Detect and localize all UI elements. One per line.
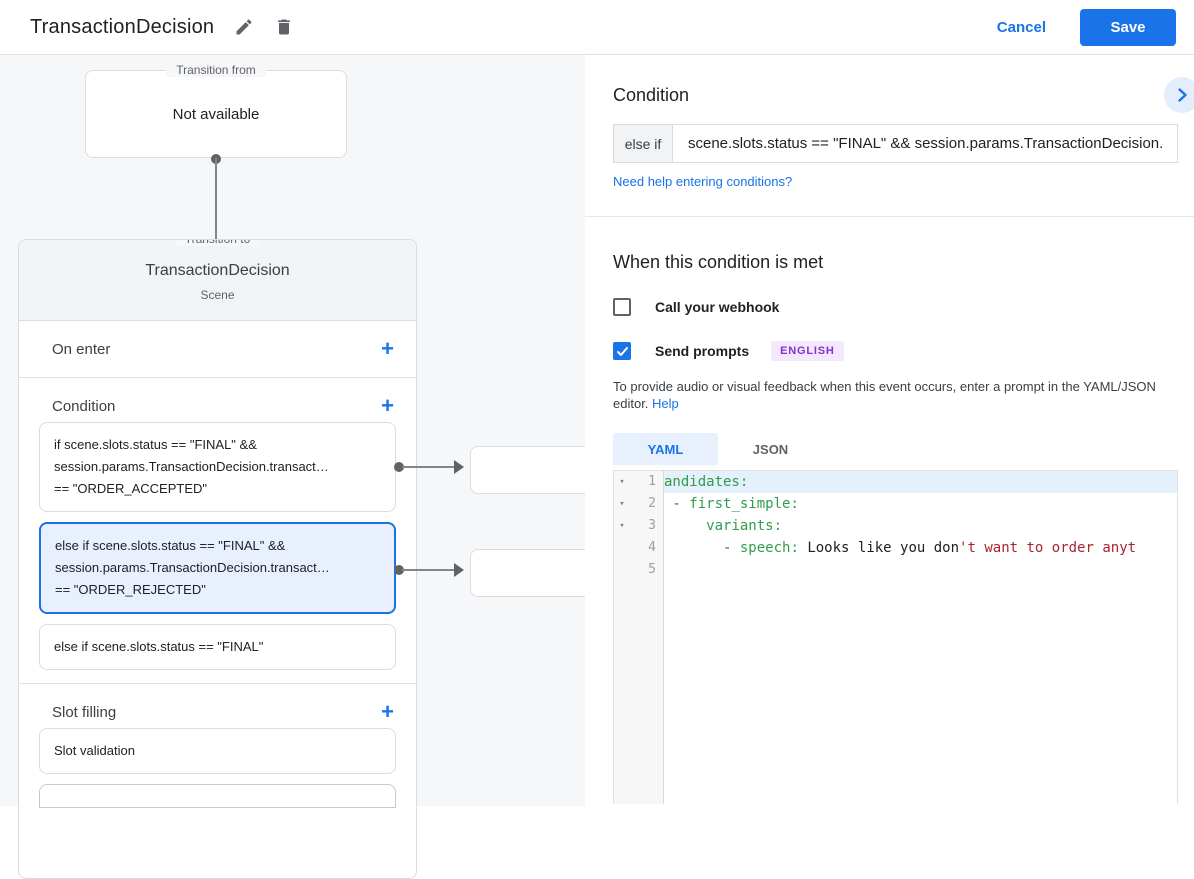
send-prompts-row: Send prompts ENGLISH <box>613 341 1194 361</box>
line-number: 5 <box>648 562 656 577</box>
save-button[interactable]: Save <box>1080 8 1176 46</box>
condition-card-rejected[interactable]: else if scene.slots.status == "FINAL" &&… <box>39 522 396 614</box>
code-line-content[interactable]: - speech: Looks like you don't want to o… <box>723 540 1137 556</box>
condition-detail-panel: Condition else if scene.slots.status == … <box>585 55 1194 806</box>
delete-icon[interactable] <box>274 17 294 37</box>
arrow-right-icon <box>454 563 464 577</box>
code-line[interactable]: 4 - speech: Looks like you don't want to… <box>614 537 1177 559</box>
line-number: 2 <box>648 496 656 511</box>
line-number: 4 <box>648 540 656 555</box>
slot-validation-card[interactable]: Slot validation <box>39 728 396 774</box>
fold-arrow-icon[interactable]: ▾ <box>619 477 625 487</box>
webhook-label: Call your webhook <box>655 299 780 315</box>
code-line[interactable]: ▾2 - first_simple: <box>614 493 1177 515</box>
code-line[interactable]: ▾3 variants: <box>614 515 1177 537</box>
editor-gutter: ▾3 <box>614 515 664 537</box>
page-title: TransactionDecision <box>30 15 215 38</box>
checkmark-icon <box>616 346 628 356</box>
editor-gutter <box>614 581 664 804</box>
on-enter-label: On enter <box>52 340 111 358</box>
condition-prefix-label: else if <box>614 125 673 162</box>
tab-yaml[interactable]: YAML <box>613 433 718 465</box>
fold-arrow-icon[interactable]: ▾ <box>619 499 625 509</box>
cancel-button[interactable]: Cancel <box>996 18 1046 36</box>
add-icon[interactable]: + <box>381 699 394 724</box>
connector-dot <box>394 462 404 472</box>
transition-to-legend: Transition to <box>174 240 261 246</box>
editor-gutter: ▾1 <box>614 471 664 493</box>
connector-line <box>402 466 454 468</box>
top-bar: TransactionDecision Cancel Save <box>0 0 1194 55</box>
on-enter-row[interactable]: On enter + <box>19 321 416 378</box>
editor-tabs: YAML JSON <box>613 433 1194 465</box>
code-line-content[interactable]: andidates: <box>664 471 1177 493</box>
when-met-title: When this condition is met <box>613 252 824 272</box>
code-line-content[interactable]: - first_simple: <box>664 496 799 512</box>
code-line-content[interactable] <box>664 559 1177 581</box>
transition-from-legend: Transition from <box>166 63 266 77</box>
condition-input-group: else if scene.slots.status == "FINAL" &&… <box>613 124 1178 163</box>
editor-gutter: ▾2 <box>614 493 664 515</box>
language-badge: ENGLISH <box>771 341 844 361</box>
send-prompts-checkbox[interactable] <box>613 342 631 360</box>
connector-dot <box>394 565 404 575</box>
chevron-right-icon <box>1178 88 1187 102</box>
collapse-panel-button[interactable] <box>1164 77 1194 113</box>
connector-line <box>215 158 217 270</box>
condition-section-label: Condition <box>52 397 116 415</box>
editor-gutter: 4 <box>614 537 664 559</box>
help-link[interactable]: Help <box>652 396 679 411</box>
transition-to-box: Transition to TransactionDecision Scene … <box>18 239 417 879</box>
add-icon[interactable]: + <box>381 336 394 361</box>
webhook-checkbox[interactable] <box>613 298 631 316</box>
scene-header[interactable]: TransactionDecision Scene <box>19 240 416 321</box>
editor-gutter: 5 <box>614 559 664 581</box>
tab-json[interactable]: JSON <box>718 433 823 465</box>
condition-card-accepted[interactable]: if scene.slots.status == "FINAL" && sess… <box>39 422 396 512</box>
condition-panel-title: Condition <box>613 85 690 105</box>
fold-arrow-icon[interactable]: ▾ <box>619 521 625 531</box>
line-number: 3 <box>648 518 656 533</box>
slot-filling-label: Slot filling <box>52 703 117 721</box>
conditions-help-link[interactable]: Need help entering conditions? <box>613 174 793 189</box>
when-condition-met-section: When this condition is met Call your web… <box>585 217 1194 804</box>
transition-from-box: Transition from Not available <box>85 63 347 158</box>
partial-card[interactable] <box>39 784 396 808</box>
condition-expression-input[interactable]: scene.slots.status == "FINAL" && session… <box>688 135 1164 152</box>
add-icon[interactable]: + <box>381 393 394 418</box>
condition-editor-section: Condition else if scene.slots.status == … <box>585 55 1194 217</box>
divider <box>19 683 416 684</box>
scene-name: TransactionDecision <box>145 262 290 279</box>
prompt-helper-text: To provide audio or visual feedback when… <box>613 379 1156 411</box>
connector-line <box>402 569 454 571</box>
line-number: 1 <box>648 474 656 489</box>
send-prompts-label: Send prompts <box>655 343 750 359</box>
condition-section-header: Condition + <box>19 378 416 422</box>
code-line[interactable]: 5 <box>614 559 1177 581</box>
webhook-row: Call your webhook <box>613 298 1194 316</box>
edit-icon[interactable] <box>234 17 254 37</box>
transition-from-value: Not available <box>172 105 260 123</box>
code-editor-empty-area[interactable] <box>614 581 1177 804</box>
arrow-right-icon <box>454 460 464 474</box>
code-line-content[interactable]: variants: <box>706 518 783 534</box>
slot-filling-section-header: Slot filling + <box>19 684 416 728</box>
scene-type: Scene <box>200 288 235 302</box>
condition-card-final[interactable]: else if scene.slots.status == "FINAL" <box>39 624 396 670</box>
